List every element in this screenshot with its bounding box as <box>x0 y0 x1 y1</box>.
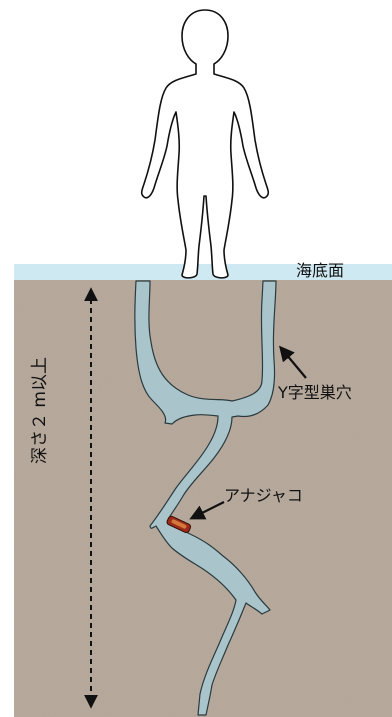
seafloor-label: 海底面 <box>296 262 344 280</box>
human-silhouette-icon <box>142 10 269 278</box>
depth-label: 深さ２ m以上 <box>31 394 49 464</box>
sediment-block <box>14 280 392 717</box>
shrimp-label: アナジャコ <box>224 487 303 505</box>
burrow-label: Y字型巣穴 <box>278 384 352 402</box>
